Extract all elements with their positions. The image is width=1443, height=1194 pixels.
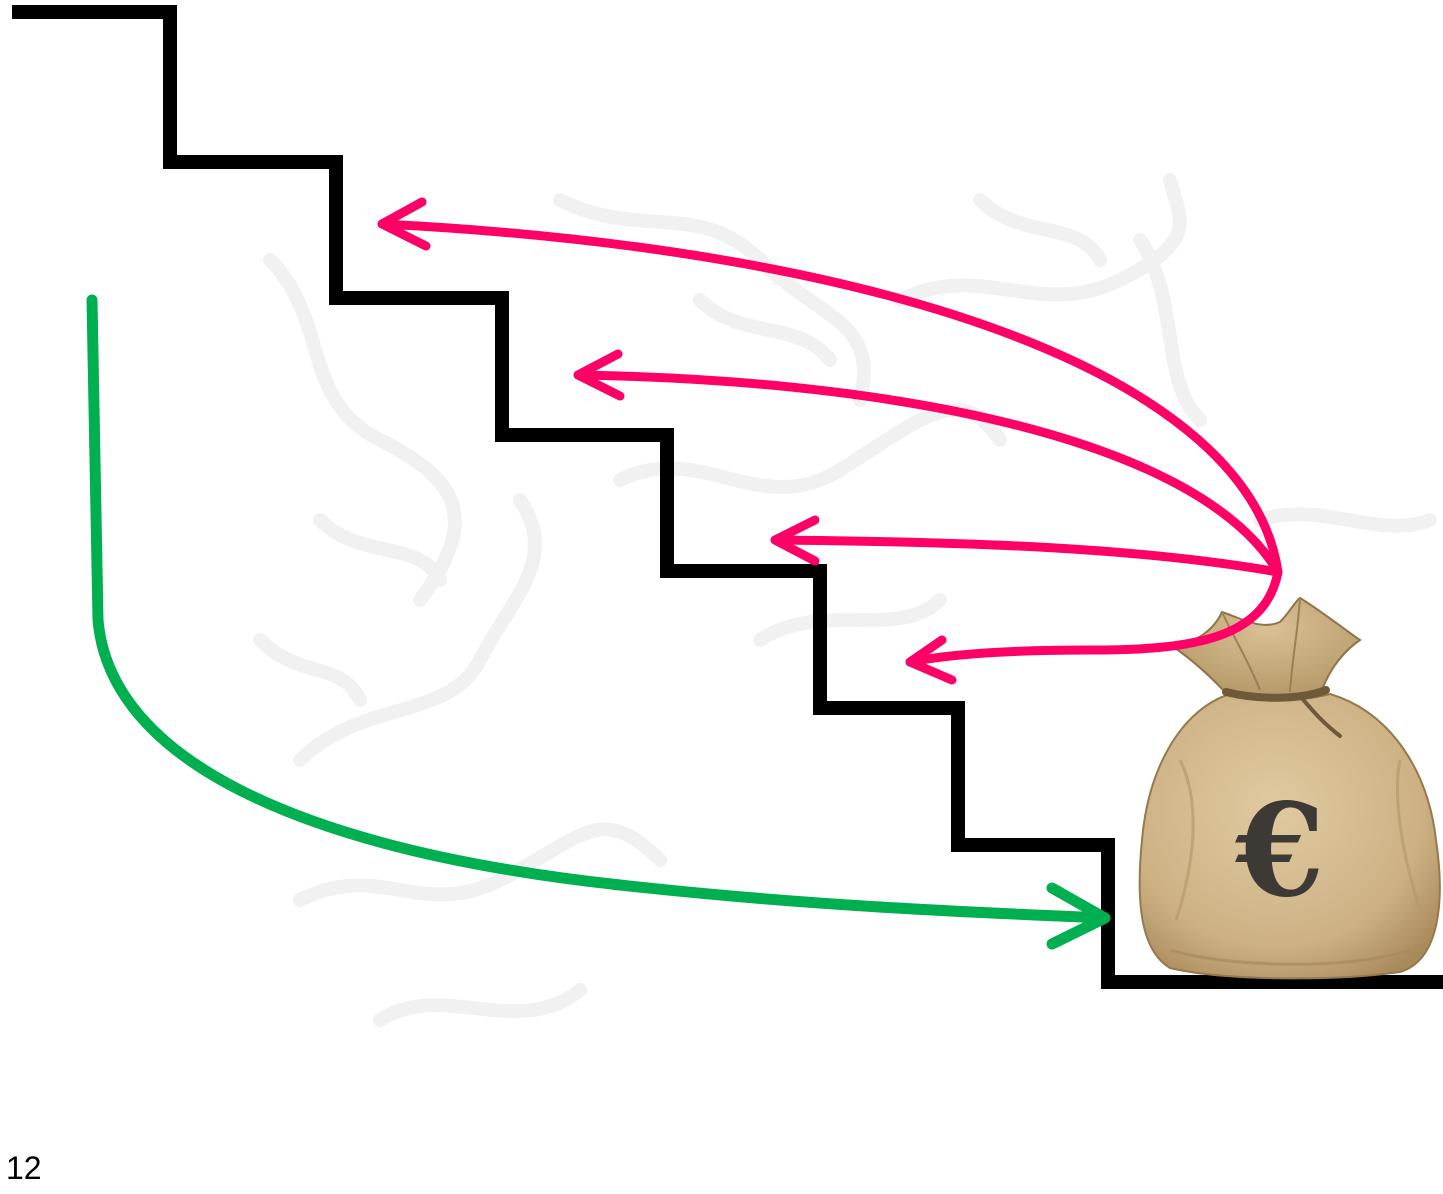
green-arrow-shaft [86,294,1111,924]
slide-page-number: 12 [6,1150,42,1186]
background-watermark [253,173,1437,1027]
red-arrow-step-4 [770,535,1283,577]
red-arrow-head-step-4 [770,515,820,566]
green-arrow [86,294,1111,950]
euro-symbol: € [1234,776,1324,926]
red-arrow-step-5 [905,567,1283,667]
red-arrow-head-step-2 [377,197,431,251]
green-arrow-head [1046,882,1111,950]
red-arrow-head-step-3 [573,349,625,401]
red-arrow-step-2 [377,219,1283,577]
red-arrow-head-step-5 [905,635,957,685]
red-arrow-step-3 [573,370,1283,577]
money-bag-euro-icon: € [1138,596,1441,980]
staircase-outline [12,5,1443,989]
red-arrows [377,197,1283,685]
